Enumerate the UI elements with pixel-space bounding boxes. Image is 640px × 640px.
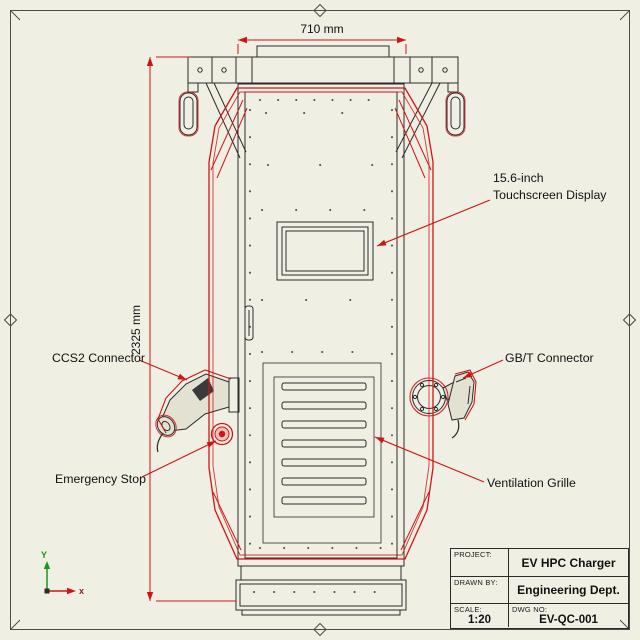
display-callout-line1: 15.6-inch <box>493 171 544 185</box>
drawnby-value: Engineering Dept. <box>508 577 628 603</box>
title-block-scale-dwg-row: SCALE: 1:20 DWG NO: EV-QC-001 <box>451 604 628 627</box>
height-dimension-label: 2325 mm <box>129 305 143 355</box>
emergency-stop-button <box>210 422 234 446</box>
cable-hook-left <box>179 82 199 136</box>
title-block-drawnby-row: DRAWN BY: Engineering Dept. <box>451 577 628 604</box>
border-corner-tl <box>10 10 21 21</box>
leader-vent <box>374 436 485 483</box>
triad-origin <box>44 588 50 594</box>
title-block: PROJECT: EV HPC Charger DRAWN BY: Engine… <box>450 548 629 629</box>
border-corner-br <box>619 619 630 630</box>
base-pedestal <box>235 565 407 616</box>
border-mark-right <box>622 313 637 327</box>
border-mark-top <box>313 3 327 18</box>
leader-display <box>376 199 491 247</box>
display-callout-line2: Touchscreen Display <box>493 188 607 202</box>
dwg-cell: DWG NO: EV-QC-001 <box>508 604 628 627</box>
border-corner-tr <box>619 10 630 21</box>
top-cap <box>256 45 390 58</box>
project-value: EV HPC Charger <box>508 549 628 576</box>
callout-arrowheads <box>177 239 473 448</box>
project-caption: PROJECT: <box>454 550 492 559</box>
dim-arrow-bottom <box>146 592 154 601</box>
door-handle <box>244 305 254 341</box>
width-dimension-label: 710 mm <box>300 22 343 36</box>
scale-cell: SCALE: 1:20 <box>451 604 508 627</box>
leader-estop <box>141 440 217 478</box>
scale-value: 1:20 <box>467 613 492 626</box>
cabinet-body <box>237 83 405 567</box>
y-axis-arrowhead <box>43 561 51 569</box>
red-highlight-overlay <box>155 87 477 560</box>
touchscreen-display <box>276 221 374 281</box>
gbt-callout-label: GB/T Connector <box>505 351 594 365</box>
y-axis-label: Y <box>41 550 47 560</box>
cable-hook-right <box>446 82 465 136</box>
dwg-value: EV-QC-001 <box>539 613 598 626</box>
scale-caption: SCALE: <box>454 605 482 614</box>
border-corner-bl <box>10 619 21 630</box>
drawnby-caption: DRAWN BY: <box>454 578 498 587</box>
border-mark-left <box>3 313 18 327</box>
dim-arrow-left <box>238 36 247 44</box>
charger-drawing <box>156 45 475 616</box>
estop-callout-label: Emergency Stop <box>55 472 146 486</box>
vent-callout-label: Ventilation Grille <box>487 476 576 490</box>
border-mark-bottom <box>313 622 327 637</box>
rivet-dots <box>249 99 393 593</box>
title-block-project-row: PROJECT: EV HPC Charger <box>451 549 628 577</box>
coordinate-triad: Y x <box>41 550 84 596</box>
gbt-connector <box>412 371 475 439</box>
mounting-beam <box>187 56 459 159</box>
x-axis-arrowhead <box>67 587 76 595</box>
ccs2-callout-label: CCS2 Connector <box>52 351 145 365</box>
dim-arrow-top <box>146 57 154 66</box>
x-axis-label: x <box>79 586 84 596</box>
height-dimension: 2325 mm <box>129 56 236 602</box>
dim-arrow-right <box>397 36 406 44</box>
dwg-caption: DWG NO: <box>512 605 548 614</box>
ccs2-connector <box>156 373 240 453</box>
ventilation-grille <box>273 376 375 518</box>
width-dimension: 710 mm <box>237 22 407 54</box>
sheet-border <box>3 3 637 637</box>
